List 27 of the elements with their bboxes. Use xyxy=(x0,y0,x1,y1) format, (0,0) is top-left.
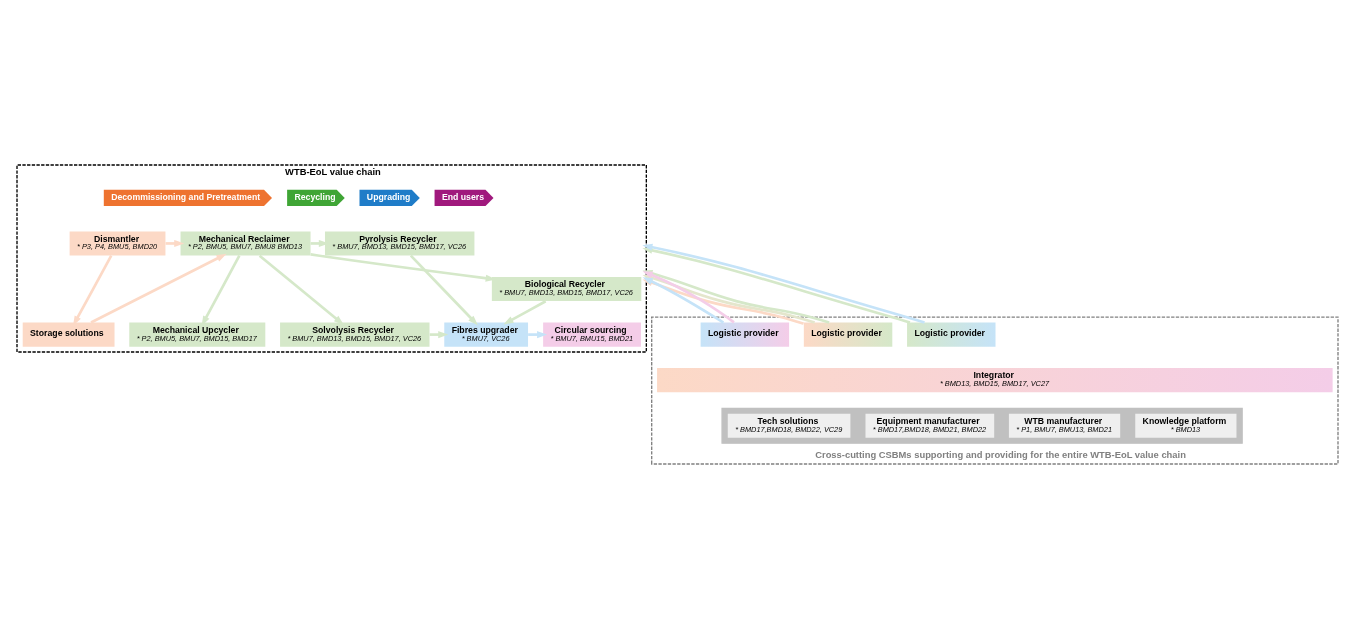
node-box: Dismantler * P3, P4, BMU5, BMD20 xyxy=(69,230,166,255)
node-box: Mechanical Upcycler * P2, BMU5, BMU7, BMD15, BMD17 xyxy=(129,322,266,347)
node-box: Tech solutions * BMD17,BMD18, BMD22, VC29 xyxy=(727,413,851,438)
arrow xyxy=(409,254,478,325)
cluster xyxy=(721,407,1243,444)
node-box: Integrator * BMD13, BMD15, BMD17, VC27 xyxy=(657,367,1333,392)
node-box: Logistic provider xyxy=(803,322,893,347)
node-box: Mechanical Reclaimer * P2, BMU5, BMU7, BMU8 BMD13 xyxy=(180,230,311,255)
arrow xyxy=(503,299,547,324)
node-box: Circular sourcing * BMU7, BMU15, BMD21 xyxy=(543,322,641,347)
node-box: Logistic provider xyxy=(907,322,996,347)
node-box: Fibres upgrader * BMU7, VC26 xyxy=(444,322,529,347)
arrow xyxy=(528,330,548,338)
node-box: Biological Recycler * BMU7, BMD13, BMD15, BMD17, VC26 xyxy=(491,276,642,301)
arrow xyxy=(90,253,227,324)
arrow xyxy=(201,254,241,326)
node-box: Storage solutions xyxy=(22,322,115,347)
node-box: Pyrolysis Recycler * BMU7, BMD13, BMD15, BMD17, VC26 xyxy=(324,230,475,255)
arrow xyxy=(165,239,185,247)
node-box: Knowledge platform * BMD13 xyxy=(1135,413,1237,438)
node-box: Logistic provider xyxy=(700,322,790,347)
arrow xyxy=(429,330,449,338)
node-box: WTB manufacturer * P1, BMU7, BMU13, BMD21 xyxy=(1008,413,1121,438)
arrow xyxy=(72,254,113,326)
node-box: Equipment manufacturer * BMD17,BMD18, BMD21, BMD22 xyxy=(865,413,995,438)
arrow xyxy=(258,254,344,325)
node-box: Solvolysis Recycler * BMU7, BMD13, BMD15, BMD17, VC26 xyxy=(280,322,430,347)
